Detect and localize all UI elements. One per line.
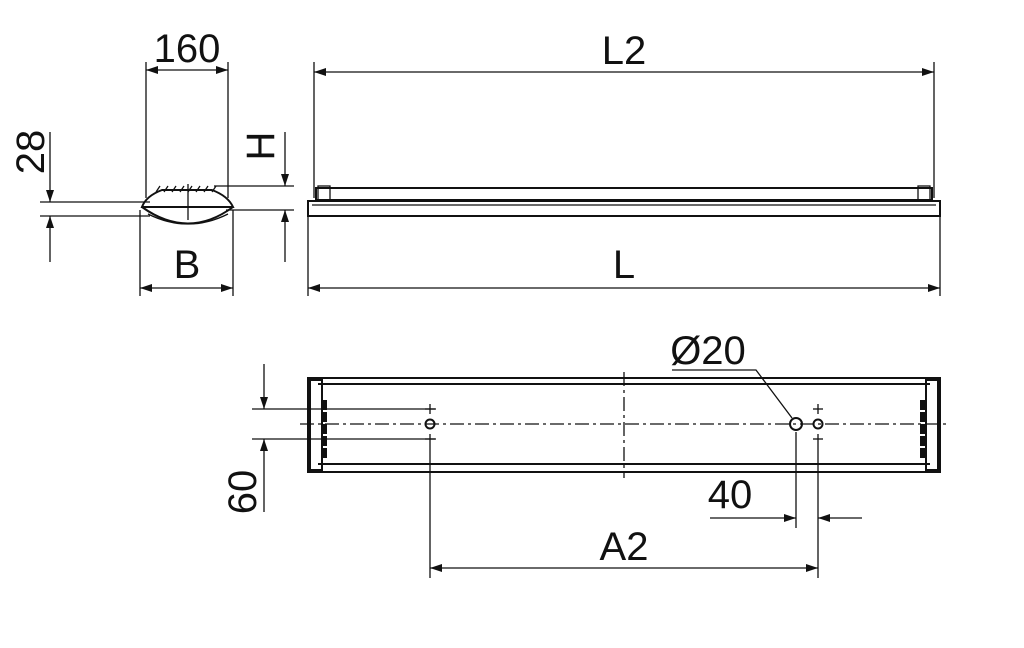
dim-A2-label: A2: [600, 525, 649, 569]
side-view: 160 28 H: [9, 27, 294, 296]
dim-28: 28: [9, 130, 150, 262]
right-end-clips: [920, 400, 925, 458]
dim-diameter-label: Ø20: [670, 329, 746, 373]
dim-A2: A2: [429, 444, 818, 578]
dim-40: 40: [708, 432, 862, 578]
dim-L: L: [307, 216, 941, 296]
top-view: Ø20 60 40 A2: [221, 329, 948, 578]
dim-H-label: H: [239, 132, 283, 161]
dim-H: H: [214, 132, 294, 262]
dim-L2: L2: [313, 29, 935, 198]
dim-60-label: 60: [221, 470, 265, 515]
dim-L2-label: L2: [602, 29, 647, 73]
dim-L-label: L: [613, 243, 635, 287]
dim-60: 60: [221, 364, 436, 514]
dim-diameter: Ø20: [670, 329, 793, 419]
luminaire-profile: [140, 184, 235, 225]
luminaire-top: [300, 372, 948, 478]
dim-28-label: 28: [9, 130, 53, 175]
dim-B-label: B: [174, 243, 201, 287]
dim-B: B: [139, 210, 234, 296]
front-view: L2 L: [307, 29, 941, 296]
dim-160: 160: [145, 27, 229, 198]
dim-160-label: 160: [154, 27, 221, 71]
cable-entry-hole: [789, 417, 803, 431]
left-end-clips: [322, 400, 327, 458]
dim-40-label: 40: [708, 473, 753, 517]
luminaire-front: [307, 185, 941, 217]
